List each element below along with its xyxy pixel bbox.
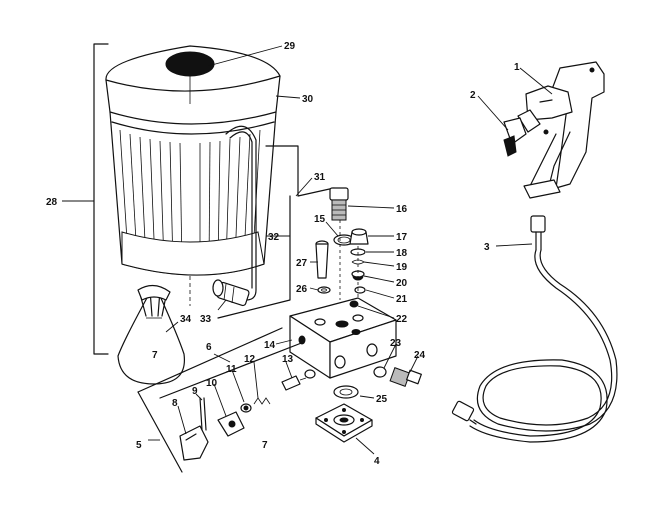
label-32: 32	[268, 232, 280, 243]
part-labels: 28 29 30 31 32 33 34 16 15 17 18 19 20 2…	[46, 41, 520, 467]
fitting-33	[212, 279, 250, 307]
label-6: 6	[206, 342, 212, 353]
label-5: 5	[136, 440, 142, 451]
label-9: 9	[192, 386, 198, 397]
label-25: 25	[376, 394, 388, 405]
svg-text:7: 7	[152, 350, 158, 361]
label-3: 3	[484, 242, 490, 253]
label-8: 8	[172, 398, 178, 409]
hose-icon	[451, 215, 618, 443]
parts-23-25	[333, 366, 422, 399]
label-29: 29	[284, 41, 296, 52]
label-18: 18	[396, 248, 408, 259]
label-10: 10	[206, 378, 218, 389]
label-23: 23	[390, 338, 402, 349]
label-2: 2	[470, 90, 476, 101]
plate-4	[315, 403, 373, 443]
label-22: 22	[396, 314, 408, 325]
label-20: 20	[396, 278, 408, 289]
label-34: 34	[180, 314, 192, 325]
label-16: 16	[396, 204, 408, 215]
suction-tube	[217, 125, 335, 319]
spray-gun-icon	[503, 61, 605, 199]
label-15: 15	[314, 214, 326, 225]
valve-stack	[329, 187, 369, 308]
label-33: 33	[200, 314, 212, 325]
pin-27	[315, 240, 331, 294]
label-11: 11	[226, 364, 237, 375]
filter-bag-icon: 7	[117, 284, 186, 385]
callout-lines	[165, 45, 553, 455]
label-21: 21	[396, 294, 408, 305]
label-31: 31	[314, 172, 326, 183]
label-7: 7	[262, 440, 268, 451]
label-13: 13	[282, 354, 294, 365]
label-26: 26	[296, 284, 308, 295]
label-17: 17	[396, 232, 408, 243]
paint-container-icon	[105, 45, 281, 306]
manifold-block-icon	[289, 297, 397, 379]
label-27: 27	[296, 258, 308, 269]
label-19: 19	[396, 262, 408, 273]
label-14: 14	[264, 340, 276, 351]
label-4: 4	[374, 456, 380, 467]
label-1: 1	[514, 62, 520, 73]
label-24: 24	[414, 350, 426, 361]
pump-parts-8-13	[179, 369, 316, 461]
label-28: 28	[46, 197, 58, 208]
bracket-28	[62, 43, 109, 355]
label-30: 30	[302, 94, 314, 105]
label-12: 12	[244, 354, 256, 365]
